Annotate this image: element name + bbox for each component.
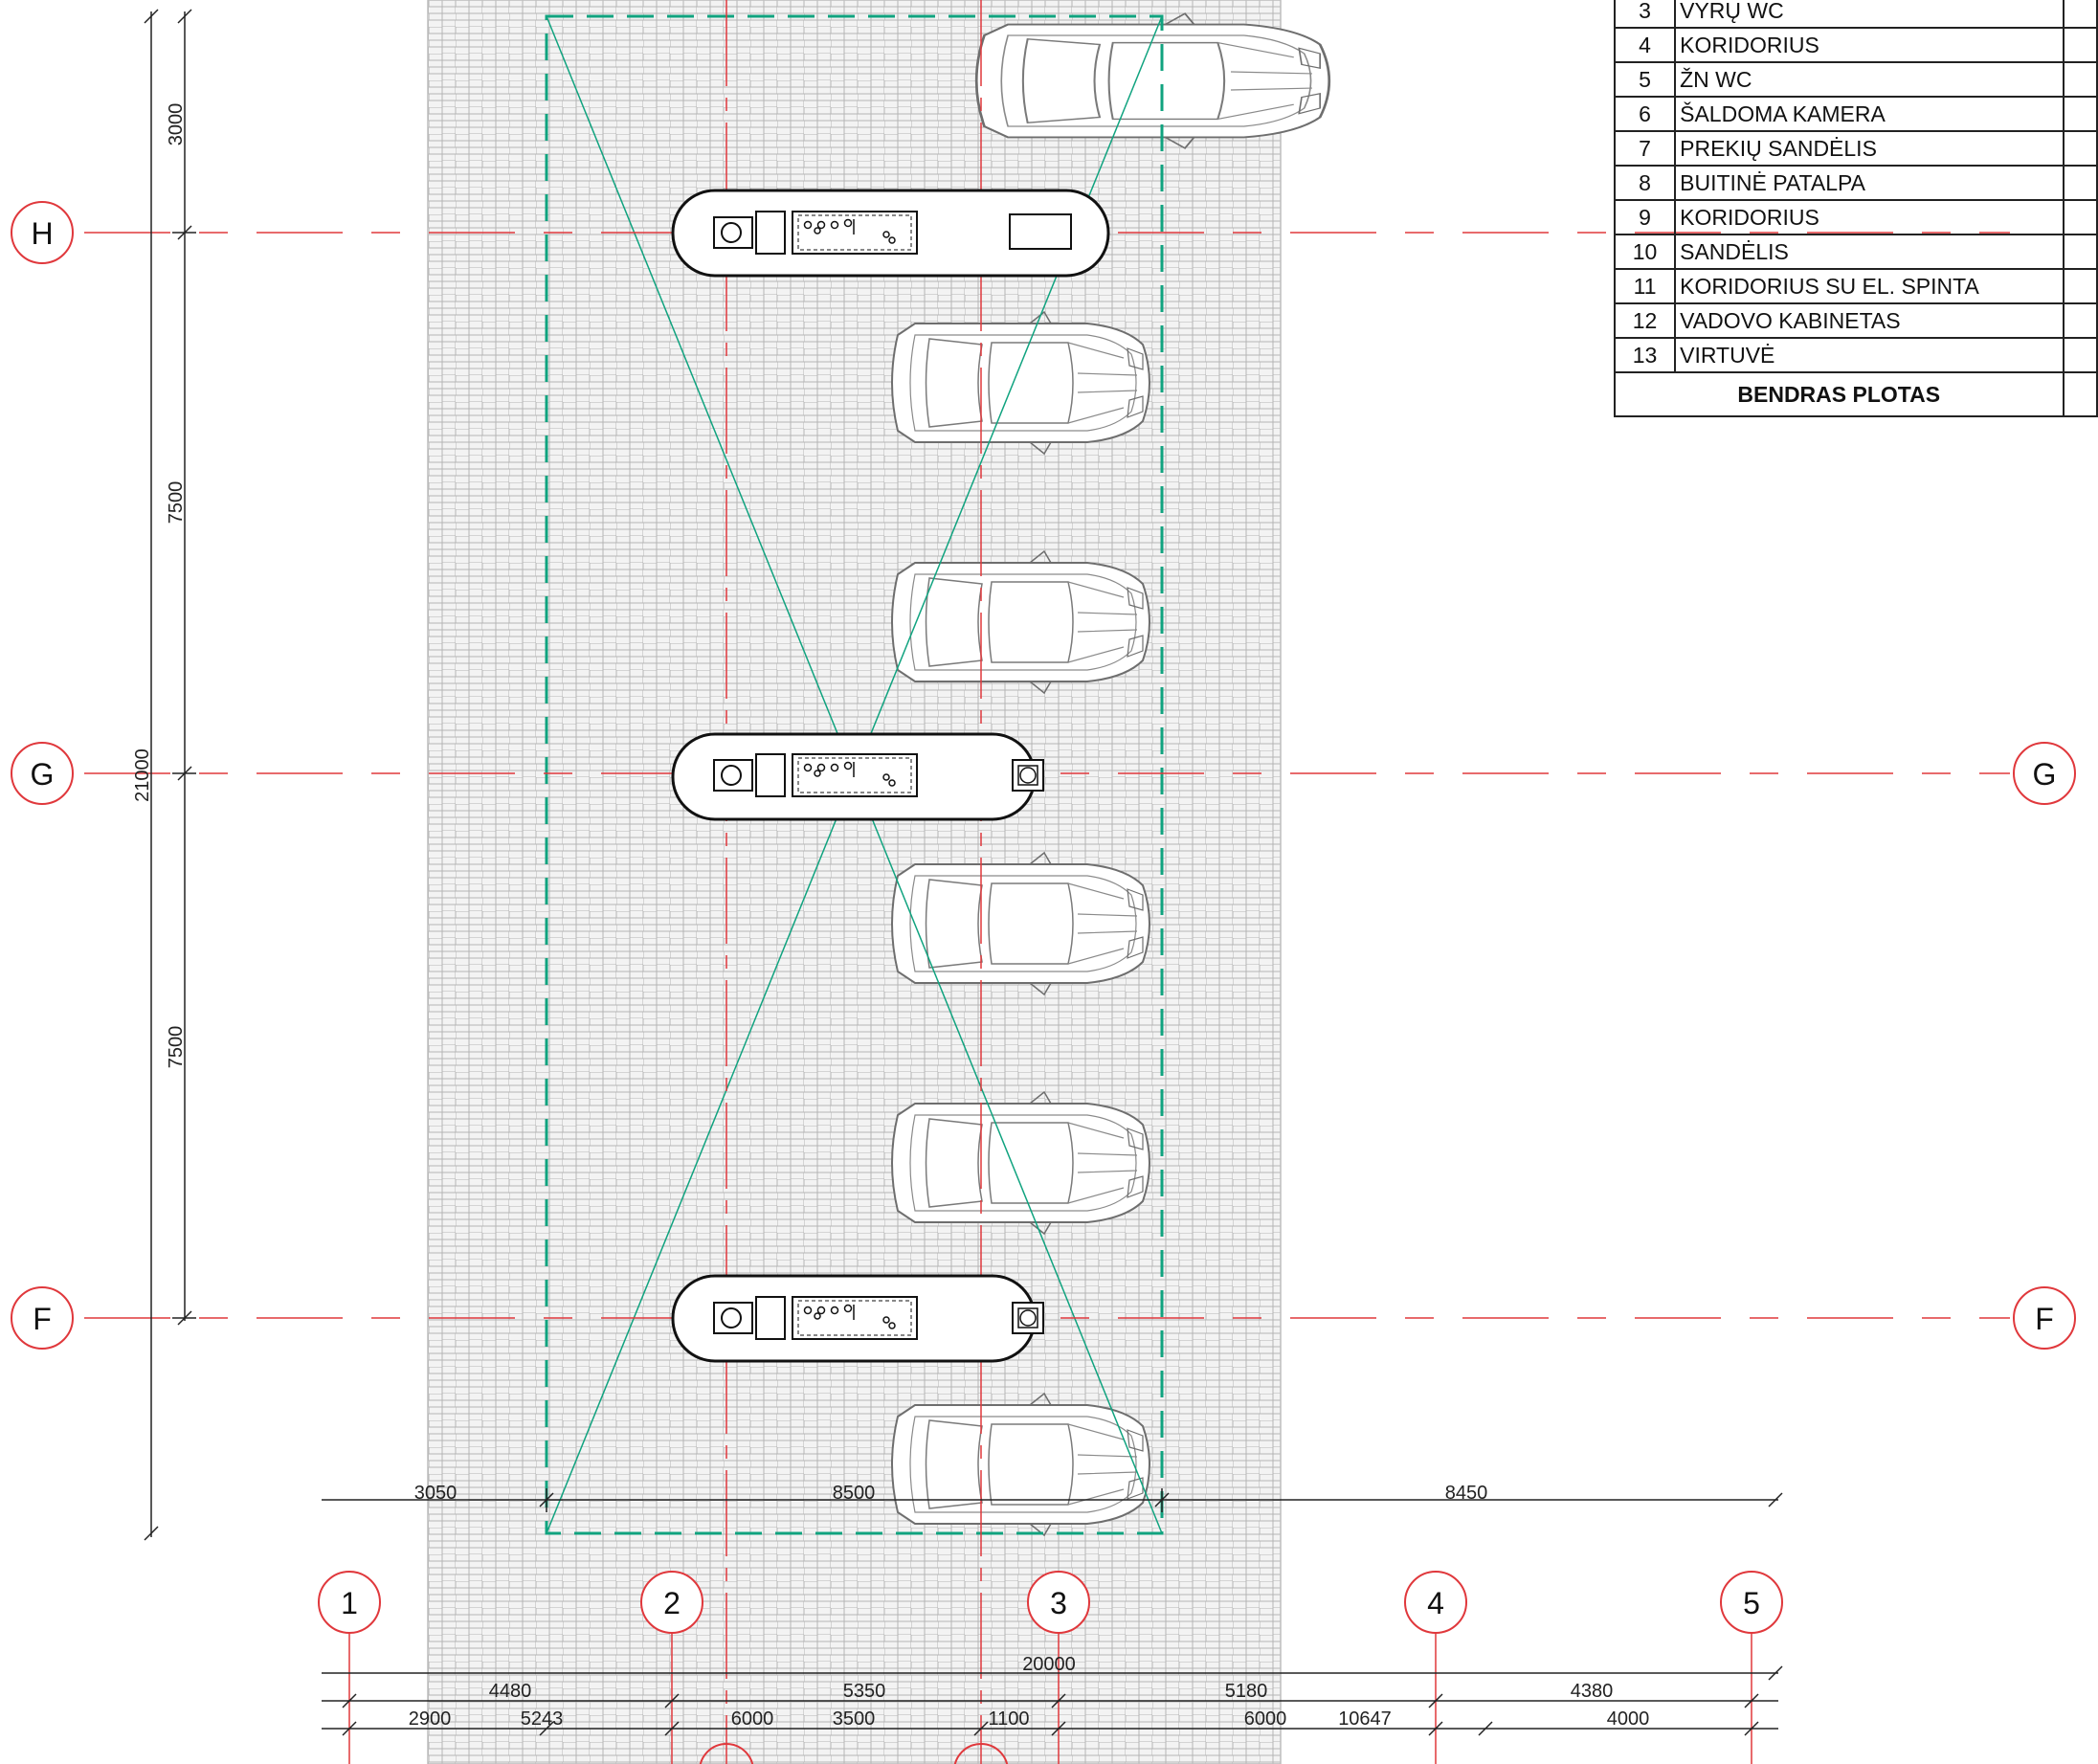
dim-left-total: 21000 xyxy=(132,748,153,802)
total-label: BENDRAS PLOTAS xyxy=(1614,371,2065,417)
axis-label-g-right: G xyxy=(2033,757,2057,792)
dim-row1-2: 5350 xyxy=(843,1681,886,1702)
dim-bottom-total: 20000 xyxy=(1022,1654,1076,1675)
room-number: 11 xyxy=(1613,268,1677,304)
room-name: ŠALDOMA KAMERA xyxy=(1674,96,2065,132)
room-area xyxy=(2062,0,2098,29)
dim-row2-3: 6000 xyxy=(731,1708,774,1730)
island-g xyxy=(671,732,1044,821)
total-row: BENDRAS PLOTAS xyxy=(1614,371,2098,417)
room-number: 3 xyxy=(1613,0,1677,29)
room-name: BUITINĖ PATALPA xyxy=(1674,165,2065,201)
room-name: ŽN WC xyxy=(1674,61,2065,98)
room-name: KORIDORIUS xyxy=(1674,199,2065,235)
room-area xyxy=(2062,199,2098,235)
dim-row1-4: 4380 xyxy=(1571,1681,1614,1702)
room-area xyxy=(2062,268,2098,304)
axis-label-h-left: H xyxy=(31,216,53,251)
total-value xyxy=(2062,371,2098,417)
room-number: 4 xyxy=(1613,27,1677,63)
room-name: PREKIŲ SANDĖLIS xyxy=(1674,130,2065,167)
island-f xyxy=(671,1274,1044,1363)
dim-row1-1: 4480 xyxy=(489,1681,532,1702)
room-number: 9 xyxy=(1613,199,1677,235)
bottom-dimension-lines xyxy=(322,1665,1783,1736)
pump-islands xyxy=(671,189,1110,1363)
dim-left-3: 7500 xyxy=(166,1026,187,1069)
dim-top-1: 3050 xyxy=(414,1483,458,1504)
axis-label-g-left: G xyxy=(31,757,55,792)
dim-row2-2: 5243 xyxy=(521,1708,564,1730)
room-name: KORIDORIUS xyxy=(1674,27,2065,63)
room-number: 6 xyxy=(1613,96,1677,132)
dim-row2-1: 2900 xyxy=(409,1708,452,1730)
room-area xyxy=(2062,165,2098,201)
room-area xyxy=(2062,27,2098,63)
room-number: 10 xyxy=(1613,234,1677,270)
room-name: SANDĖLIS xyxy=(1674,234,2065,270)
dim-row2-6: 6000 xyxy=(1244,1708,1287,1730)
axis-label-2: 2 xyxy=(663,1586,681,1620)
room-number: 5 xyxy=(1613,61,1677,98)
room-area xyxy=(2062,234,2098,270)
axis-label-4: 4 xyxy=(1427,1586,1444,1620)
room-number: 12 xyxy=(1613,302,1677,339)
dim-left-2: 7500 xyxy=(166,481,187,525)
axis-bubbles: H G G F F 1 2 3 4 5 xyxy=(11,201,2076,1764)
upper-dimension-line xyxy=(322,1488,1783,1512)
room-name: VYRŲ WC xyxy=(1674,0,2065,29)
dim-row1-3: 5180 xyxy=(1225,1681,1268,1702)
room-number: 7 xyxy=(1613,130,1677,167)
island-h xyxy=(671,189,1110,278)
left-dimension xyxy=(144,9,196,1541)
dim-top-2: 8500 xyxy=(833,1483,876,1504)
room-name: VIRTUVĖ xyxy=(1674,337,2065,373)
room-area xyxy=(2062,61,2098,98)
room-number: 13 xyxy=(1613,337,1677,373)
room-name: VADOVO KABINETAS xyxy=(1674,302,2065,339)
room-number: 8 xyxy=(1613,165,1677,201)
dim-row2-4: 3500 xyxy=(833,1708,876,1730)
axis-label-f-right: F xyxy=(2035,1302,2054,1336)
axis-label-1: 1 xyxy=(341,1586,358,1620)
room-name: KORIDORIUS SU EL. SPINTA xyxy=(1674,268,2065,304)
axis-label-f-left: F xyxy=(33,1302,52,1336)
dim-row2-7: 10647 xyxy=(1338,1708,1392,1730)
dim-row2-8: 4000 xyxy=(1607,1708,1650,1730)
room-area xyxy=(2062,130,2098,167)
dim-left-1: 3000 xyxy=(166,103,187,146)
axis-label-5: 5 xyxy=(1743,1586,1760,1620)
room-area xyxy=(2062,96,2098,132)
room-area xyxy=(2062,337,2098,373)
dim-row2-5: 1100 xyxy=(988,1708,1029,1730)
axis-label-3: 3 xyxy=(1050,1586,1067,1620)
room-area xyxy=(2062,302,2098,339)
dim-top-3: 8450 xyxy=(1445,1483,1488,1504)
